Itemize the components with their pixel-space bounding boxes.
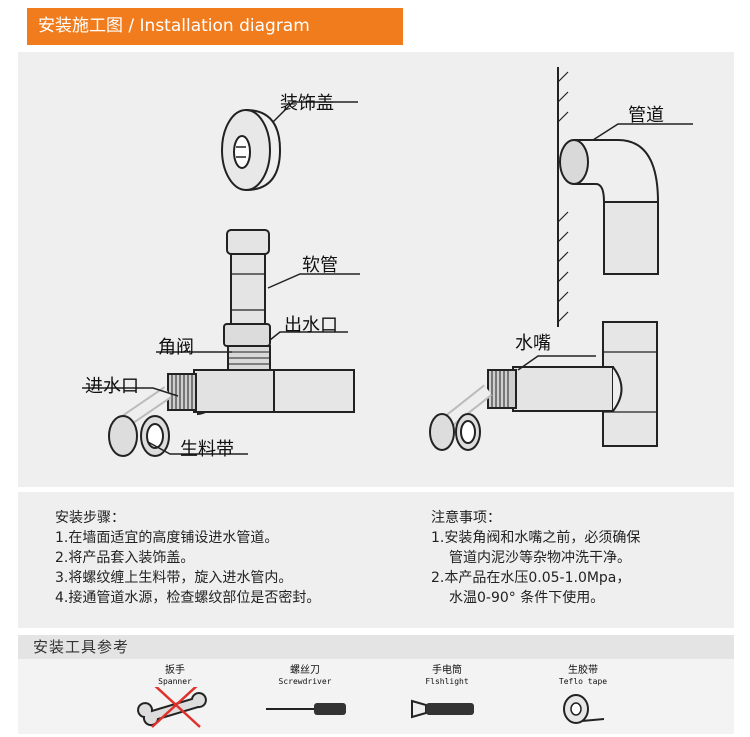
tools-panel: 扳手 Spanner 螺丝刀 Screwdriver 手电筒 Flshlight… bbox=[18, 659, 734, 734]
tool-name: 生胶带 bbox=[568, 665, 598, 676]
tool-name: 扳手 bbox=[165, 665, 185, 676]
tool-spanner: 扳手 Spanner bbox=[130, 665, 220, 737]
note-line: 1.安装角阀和水嘴之前，必须确保 bbox=[431, 530, 641, 546]
installation-diagram bbox=[82, 67, 693, 457]
tool-flashlight: 手电筒 Flshlight bbox=[402, 665, 492, 731]
faucet-drawing bbox=[429, 321, 658, 451]
spanner-icon bbox=[137, 682, 207, 728]
tool-name-en: Flshlight bbox=[425, 677, 469, 686]
label-faucet-nozzle: 水嘴 bbox=[515, 333, 551, 354]
installation-steps: 安装步骤： 1.在墙面适宜的高度铺设进水管道。 2.将产品套入装饰盖。 3.将螺… bbox=[55, 508, 320, 608]
wall-pipe-drawing bbox=[557, 67, 659, 327]
tool-name-en: Screwdriver bbox=[278, 677, 332, 686]
hose-drawing bbox=[223, 229, 271, 347]
label-hose: 软管 bbox=[302, 255, 338, 276]
angle-valve-drawing bbox=[108, 345, 355, 457]
tools-header: 安装工具参考 bbox=[18, 635, 734, 659]
flashlight-icon bbox=[411, 699, 474, 719]
notes: 注意事项： 1.安装角阀和水嘴之前，必须确保 管道内泥沙等杂物冲洗干净。 2.本… bbox=[431, 508, 640, 608]
label-teflon: 生料带 bbox=[180, 439, 234, 460]
tool-name-en: Teflo tape bbox=[558, 677, 608, 686]
screwdriver-icon bbox=[266, 703, 346, 715]
tool-name: 手电筒 bbox=[432, 665, 462, 676]
decor-cover-drawing bbox=[221, 109, 282, 191]
note-line: 2.本产品在水压0.05-1.0Mpa， bbox=[431, 570, 631, 586]
tool-name: 螺丝刀 bbox=[290, 665, 320, 676]
label-pipe: 管道 bbox=[628, 105, 664, 126]
leader-lines bbox=[82, 101, 693, 455]
note-line: 管道内泥沙等杂物冲洗干净。 bbox=[449, 550, 631, 566]
tape-icon bbox=[563, 694, 605, 724]
tool-tape: 生胶带 Teflo tape bbox=[538, 665, 628, 731]
label-angle-valve: 角阀 bbox=[158, 337, 194, 358]
step-item: 3.将螺纹缠上生料带，旋入进水管内。 bbox=[55, 570, 293, 586]
step-item: 1.在墙面适宜的高度铺设进水管道。 bbox=[55, 530, 279, 546]
label-inlet: 进水口 bbox=[85, 376, 139, 397]
section-header: 安装施工图 / Installation diagram bbox=[27, 8, 403, 45]
tool-screwdriver: 螺丝刀 Screwdriver bbox=[260, 665, 350, 731]
step-item: 4.接通管道水源，检查螺纹部位是否密封。 bbox=[55, 590, 321, 606]
steps-title: 安装步骤： bbox=[55, 510, 125, 526]
installation-diagram-panel: 装饰盖 软管 出水口 角阀 进水口 生料带 管道 水嘴 bbox=[18, 52, 734, 487]
steps-panel: 安装步骤： 1.在墙面适宜的高度铺设进水管道。 2.将产品套入装饰盖。 3.将螺… bbox=[18, 492, 734, 628]
label-outlet: 出水口 bbox=[284, 315, 338, 336]
note-line: 水温0-90° 条件下使用。 bbox=[449, 590, 605, 606]
label-decor-cover: 装饰盖 bbox=[280, 93, 334, 114]
tool-name-en: Spanner bbox=[158, 677, 192, 686]
notes-title: 注意事项： bbox=[431, 510, 501, 526]
step-item: 2.将产品套入装饰盖。 bbox=[55, 550, 195, 566]
